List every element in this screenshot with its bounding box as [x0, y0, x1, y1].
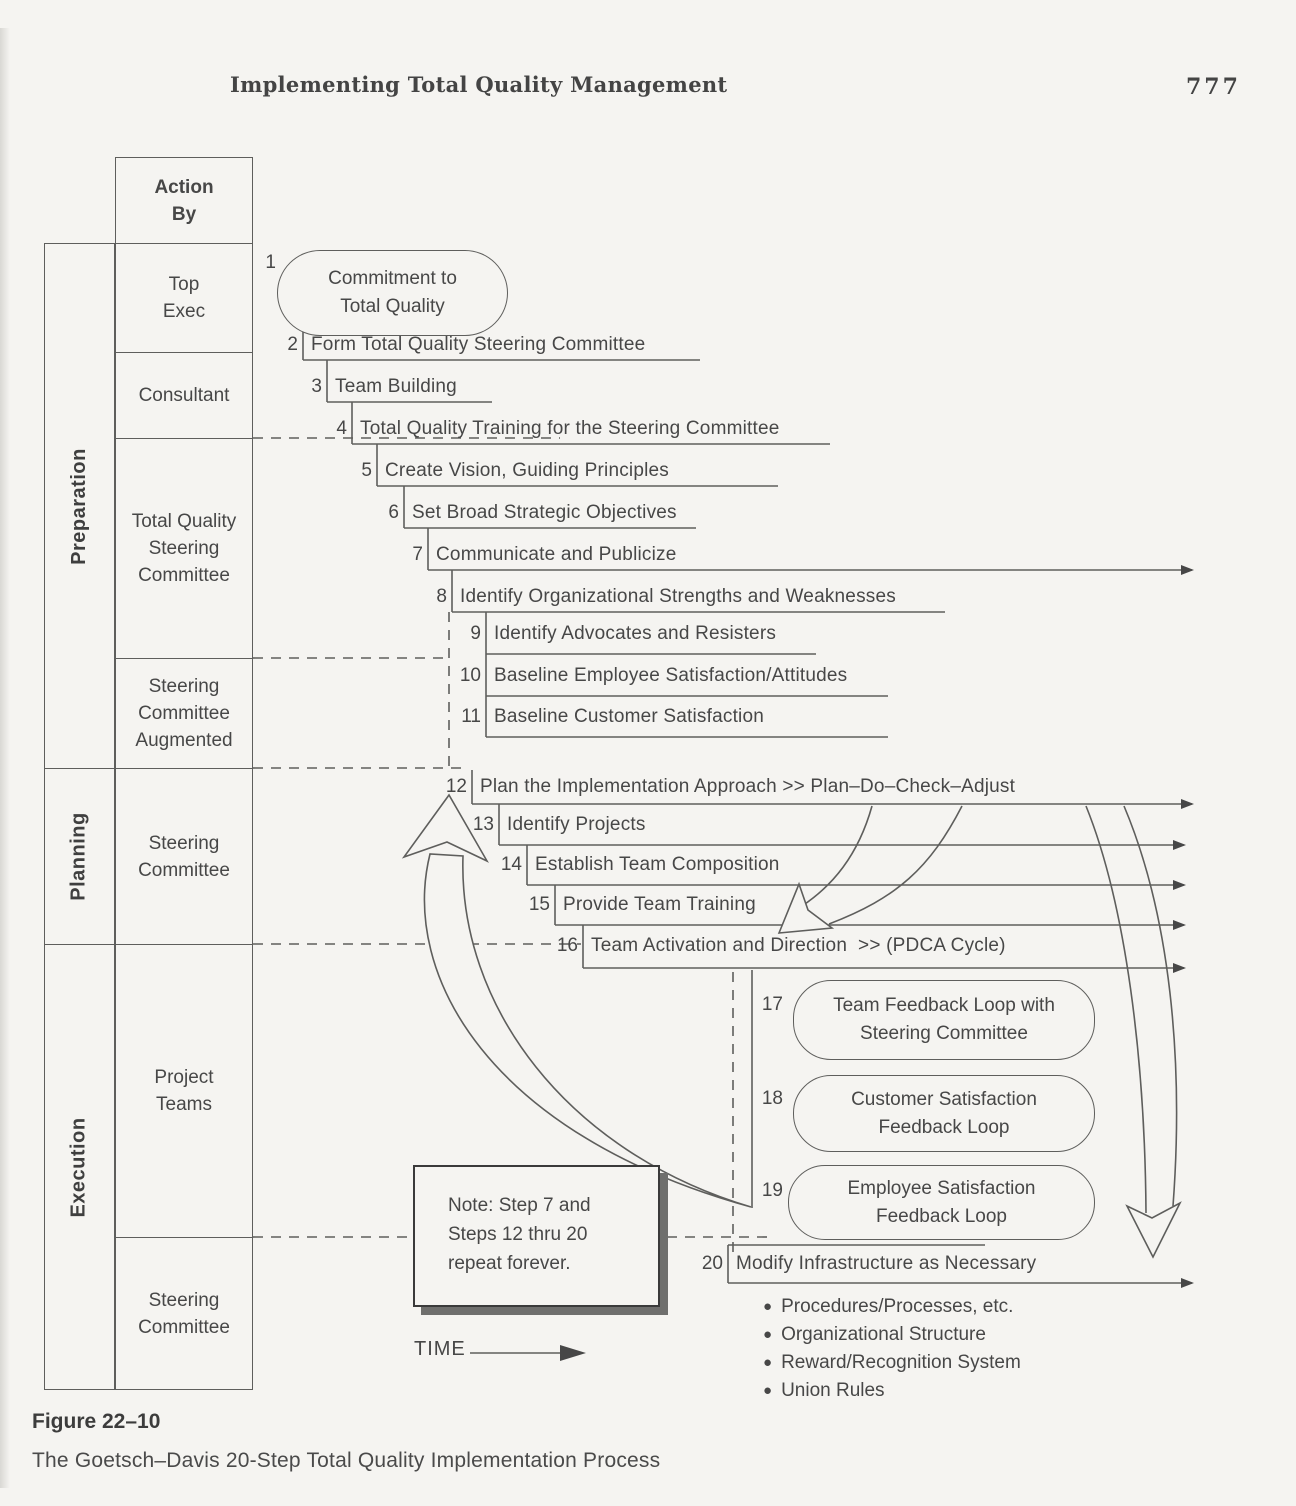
actor-project-teams: Project Teams: [116, 945, 252, 1238]
phase-column: Preparation Planning Execution: [44, 243, 115, 1390]
note-box: Note: Step 7 and Steps 12 thru 20 repeat…: [413, 1165, 660, 1307]
bullet-item: ●Reward/Recognition System: [763, 1352, 1021, 1373]
bullet-dot-icon: ●: [763, 1298, 773, 1315]
action-by-header: Action By: [116, 158, 252, 244]
phase-execution: Execution: [68, 1116, 91, 1218]
step-left-ticks: [302, 332, 729, 1283]
action-by-column: Action By Top Exec Consultant Total Qual…: [115, 157, 253, 1390]
step-underlines: [303, 359, 985, 1246]
step-17: Team Feedback Loop with Steering Committ…: [793, 980, 1095, 1060]
repeat-loop-arrow-icon: [401, 793, 752, 1208]
actor-consultant: Consultant: [116, 353, 252, 439]
step-19-number: 19: [761, 1180, 783, 1201]
actor-top-exec: Top Exec: [116, 244, 252, 353]
figure-caption: The Goetsch–Davis 20-Step Total Quality …: [32, 1449, 661, 1472]
page-number: 777: [1186, 74, 1241, 100]
time-axis-label: TIME: [414, 1338, 466, 1360]
step-19: Employee Satisfaction Feedback Loop: [788, 1165, 1095, 1240]
actor-steering-committee-planning: Steering Committee: [116, 769, 252, 945]
bullet-dot-icon: ●: [763, 1354, 773, 1371]
phase-planning: Planning: [45, 769, 114, 945]
actor-tq-steering-committee: Total Quality Steering Committee: [116, 439, 252, 659]
step-1-number: 1: [265, 252, 276, 273]
step-1: Commitment to Total Quality: [277, 250, 508, 336]
phase-preparation: Preparation: [45, 244, 114, 769]
bullet-dot-icon: ●: [763, 1326, 773, 1343]
down-to-step20-arrow-icon: [1085, 805, 1182, 1259]
time-arrow-icon: [470, 1345, 586, 1361]
pdca-return-arrow-icon: [777, 805, 963, 934]
step-17-number: 17: [761, 994, 783, 1015]
dashed-boundary-lines: [253, 437, 773, 1257]
bullet-item: ●Organizational Structure: [763, 1324, 986, 1345]
actor-steering-committee-execution: Steering Committee: [138, 1289, 230, 1338]
timeline-arrow-lines: [428, 565, 1194, 1288]
bullet-dot-icon: ●: [763, 1382, 773, 1399]
bullet-item: ●Union Rules: [763, 1380, 885, 1401]
running-header-title: Implementing Total Quality Management: [230, 72, 728, 97]
step-18-number: 18: [761, 1088, 783, 1109]
step-18: Customer Satisfaction Feedback Loop: [793, 1075, 1095, 1152]
page-edge-shading: [0, 28, 10, 1488]
bullet-item: ●Procedures/Processes, etc.: [763, 1296, 1014, 1317]
figure-label: Figure 22–10: [32, 1410, 161, 1433]
actor-steering-committee-augmented: Steering Committee Augmented: [116, 659, 252, 769]
